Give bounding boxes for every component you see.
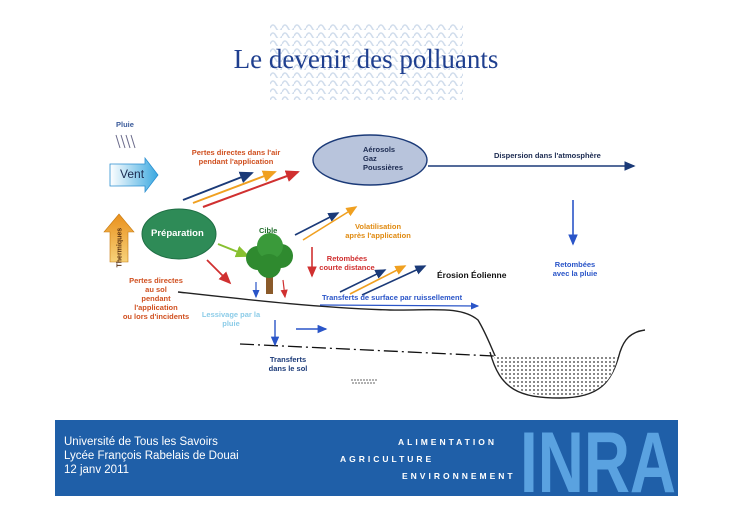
label-vent: Vent — [120, 167, 145, 181]
arrow-erosion-navy — [339, 269, 387, 293]
arrow-air-red — [202, 170, 300, 208]
arrow-transferts-surface — [319, 302, 480, 310]
tree-icon — [246, 233, 293, 294]
label-cible: Cible — [259, 226, 278, 235]
label-pluie: Pluie — [116, 120, 134, 129]
inra-logo: INRA — [518, 422, 678, 494]
arrow-erosion-navy2 — [361, 265, 427, 296]
svg-text:INRA: INRA — [520, 422, 676, 494]
footer-line-lycee: Lycée François Rabelais de Douai — [64, 450, 239, 462]
arrow-prep-cible — [217, 243, 250, 258]
water-table-line — [239, 343, 495, 357]
lake-basin — [489, 329, 646, 399]
wind-arrow — [109, 156, 159, 194]
arrow-prep-ground — [206, 259, 232, 285]
preparation-ellipse — [141, 208, 217, 260]
title-watermark — [270, 22, 463, 100]
arrow-tree-red — [280, 279, 288, 299]
lake-water — [494, 356, 618, 396]
label-transferts-surface: Transferts de surface par ruissellement — [322, 293, 463, 302]
label-erosion: Érosion Éolienne — [437, 270, 507, 280]
footer-info: Université de Tous les Savoirs Lycée Fra… — [64, 435, 239, 477]
label-preparation: Préparation — [151, 228, 204, 239]
tag-alimentation: ALIMENTATION — [398, 437, 497, 447]
page-title: Le devenir des polluants — [233, 44, 499, 74]
thermiques-arrow — [103, 213, 135, 263]
footer-banner: Université de Tous les Savoirs Lycée Fra… — [55, 420, 678, 496]
arrow-erosion-orange — [349, 265, 407, 295]
arrow-air-navy — [182, 171, 254, 201]
footer-line-date: 12 janv 2011 — [64, 464, 130, 476]
label-thermiques: Thermiques — [116, 227, 124, 268]
footer-line-university: Université de Tous les Savoirs — [64, 436, 218, 448]
soil-mark — [351, 379, 377, 384]
tag-environnement: ENVIRONNEMENT — [402, 471, 516, 481]
tag-agriculture: AGRICULTURE — [340, 454, 435, 464]
aerosol-cloud — [312, 134, 428, 186]
arrow-air-orange — [192, 170, 277, 204]
pollutant-diagram — [103, 134, 646, 399]
arrow-volat-navy — [294, 212, 340, 236]
rain-icon — [115, 134, 136, 149]
label-dispersion: Dispersion dans l'atmosphère — [494, 151, 601, 160]
arrow-volat-orange — [302, 206, 358, 241]
ground-line — [177, 291, 504, 371]
